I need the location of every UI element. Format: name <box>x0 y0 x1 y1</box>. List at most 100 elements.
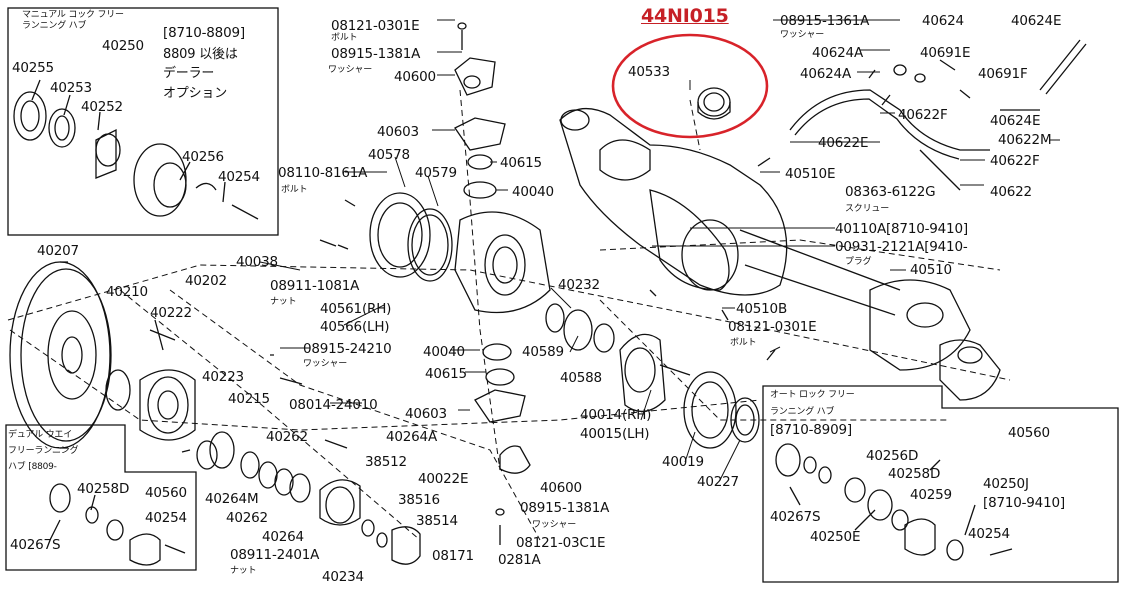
part-label-auto-hub-title-2: ランニング ハブ <box>770 407 835 417</box>
part-label-p40264M: 40264M <box>205 491 259 507</box>
part-label-plug-jp: プラグ <box>845 257 872 267</box>
part-label-p40603-top: 40603 <box>377 124 419 140</box>
part-label-p08915-1361A: 08915-1361A <box>780 13 870 29</box>
part-label-p40578: 40578 <box>368 147 410 163</box>
part-label-p40202: 40202 <box>185 273 227 289</box>
part-label-p40215: 40215 <box>228 391 270 407</box>
part-label-p40223: 40223 <box>202 369 244 385</box>
part-label-p40510E: 40510E <box>785 166 836 182</box>
part-label-p40533: 40533 <box>628 64 670 80</box>
part-label-p40267S-right: 40267S <box>770 509 821 525</box>
part-label-p08121-03C1E: 08121-03C1E <box>516 535 606 551</box>
part-label-p40603-mid: 40603 <box>405 406 447 422</box>
dual-hub-parts <box>49 483 186 566</box>
part-label-manual-hub-note-1: 8809 以後は <box>163 47 238 62</box>
part-label-p40264A: 40264A <box>386 429 437 445</box>
auto-hub-parts <box>775 443 1013 561</box>
bearing-40533 <box>697 87 731 120</box>
part-label-bolt-jp-mid: ボルト <box>281 185 308 195</box>
part-label-p40253: 40253 <box>50 80 92 96</box>
part-label-p40561: 40561(RH) <box>320 301 392 317</box>
part-label-auto-hub-title-1: オート ロック フリー <box>770 390 855 400</box>
part-label-p40262-a: 40262 <box>266 429 308 445</box>
auto-hub-inset-frame <box>762 385 1119 583</box>
part-label-p40615-mid: 40615 <box>425 366 467 382</box>
part-label-auto-hub-years: [8710-8909] <box>770 422 852 438</box>
spindle-and-seals <box>619 309 776 449</box>
part-label-washer-jp-low: ワッシャー <box>532 520 577 530</box>
part-label-p40691E: 40691E <box>920 45 971 61</box>
part-label-bolt-jp-right: ボルト <box>730 338 757 348</box>
part-label-p40622F-1: 40622F <box>898 107 948 123</box>
part-label-p40267S-left: 40267S <box>10 537 61 553</box>
part-label-manual-hub-note-2: デーラー <box>163 66 215 81</box>
highlight-circle <box>611 33 769 139</box>
part-label-p40250J-years: [8710-9410] <box>983 495 1065 511</box>
part-label-p40254-a: 40254 <box>218 169 260 185</box>
part-label-nut-jp-low: ナット <box>230 566 257 576</box>
manual-hub-parts <box>13 79 259 220</box>
part-label-manual-hub-years: [8710-8809] <box>163 25 245 41</box>
part-label-p08915-1381A-top: 08915-1381A <box>331 46 421 62</box>
part-label-p40259: 40259 <box>910 487 952 503</box>
axle-housing <box>559 108 1001 401</box>
part-label-p40232: 40232 <box>558 277 600 293</box>
part-label-p00931-2121A: 00931-2121A[9410- <box>835 239 968 255</box>
part-label-p40015: 40015(LH) <box>580 426 650 442</box>
part-label-p08171: 08171 <box>432 548 474 564</box>
part-label-p40040-top: 40040 <box>512 184 554 200</box>
part-label-washer-jp-mid: ワッシャー <box>303 359 348 369</box>
manual-hub-inset-frame <box>7 7 279 236</box>
part-label-p38514: 38514 <box>416 513 458 529</box>
part-label-dual-hub-title-2: フリーランニング <box>8 446 79 456</box>
brake-disc <box>9 261 112 449</box>
knuckle-assembly <box>319 22 615 545</box>
part-label-p40560-right: 40560 <box>1008 425 1050 441</box>
part-label-p40624E-2: 40624E <box>990 113 1041 129</box>
part-label-p40624A-1: 40624A <box>812 45 863 61</box>
part-label-screw-jp: スクリュー <box>845 204 890 214</box>
part-label-manual-hub-note-3: オプション <box>163 86 228 101</box>
part-label-p40022E: 40022E <box>418 471 469 487</box>
part-label-p40622: 40622 <box>990 184 1032 200</box>
part-label-p40615-top: 40615 <box>500 155 542 171</box>
part-label-dual-hub-title-3: ハブ [8809- <box>8 462 57 472</box>
part-label-p40264: 40264 <box>262 529 304 545</box>
part-label-p40258D-left: 40258D <box>77 481 130 497</box>
part-label-manual-hub-title-2: ランニング ハブ <box>22 21 87 31</box>
part-label-p40014: 40014(RH) <box>580 407 652 423</box>
part-label-p08121-0301E-top: 08121-0301E <box>331 18 420 34</box>
part-label-p40624: 40624 <box>922 13 964 29</box>
part-label-p08915-1381A-low: 08915-1381A <box>520 500 610 516</box>
part-label-dual-hub-title-1: デュアル ウエイ <box>8 430 72 440</box>
part-label-p40600-mid: 40600 <box>540 480 582 496</box>
dual-hub-inset-frame <box>5 424 197 571</box>
part-label-p40589: 40589 <box>522 344 564 360</box>
part-label-p40210: 40210 <box>106 284 148 300</box>
part-label-p40624A-2: 40624A <box>800 66 851 82</box>
part-label-washer-jp-top: ワッシャー <box>328 65 373 75</box>
part-label-p40560-left: 40560 <box>145 485 187 501</box>
part-label-washer-jp-right: ワッシャー <box>780 30 825 40</box>
breather-hose <box>757 39 1087 191</box>
part-label-p40600-top: 40600 <box>394 69 436 85</box>
part-label-p40510: 40510 <box>910 262 952 278</box>
part-label-p08110-8161A: 08110-8161A <box>278 165 368 181</box>
hub-assembly-left <box>105 319 421 565</box>
part-label-p40255: 40255 <box>12 60 54 76</box>
part-label-p40624E-top: 40624E <box>1011 13 1062 29</box>
part-label-p40262-b: 40262 <box>226 510 268 526</box>
part-label-p40252: 40252 <box>81 99 123 115</box>
part-label-p40256D: 40256D <box>866 448 919 464</box>
leader-lines <box>259 19 1060 481</box>
part-label-p40691F: 40691F <box>978 66 1028 82</box>
part-label-p08911-2401A: 08911-2401A <box>230 547 320 563</box>
part-label-p40207: 40207 <box>37 243 79 259</box>
part-label-manual-hub-title-1: マニュアル コック フリー <box>22 10 124 20</box>
part-label-nut-jp-mid: ナット <box>270 297 297 307</box>
part-label-p08915-24210: 08915-24210 <box>303 341 392 357</box>
part-label-p08363-6122G: 08363-6122G <box>845 184 936 200</box>
part-label-p40256-a: 40256 <box>182 149 224 165</box>
